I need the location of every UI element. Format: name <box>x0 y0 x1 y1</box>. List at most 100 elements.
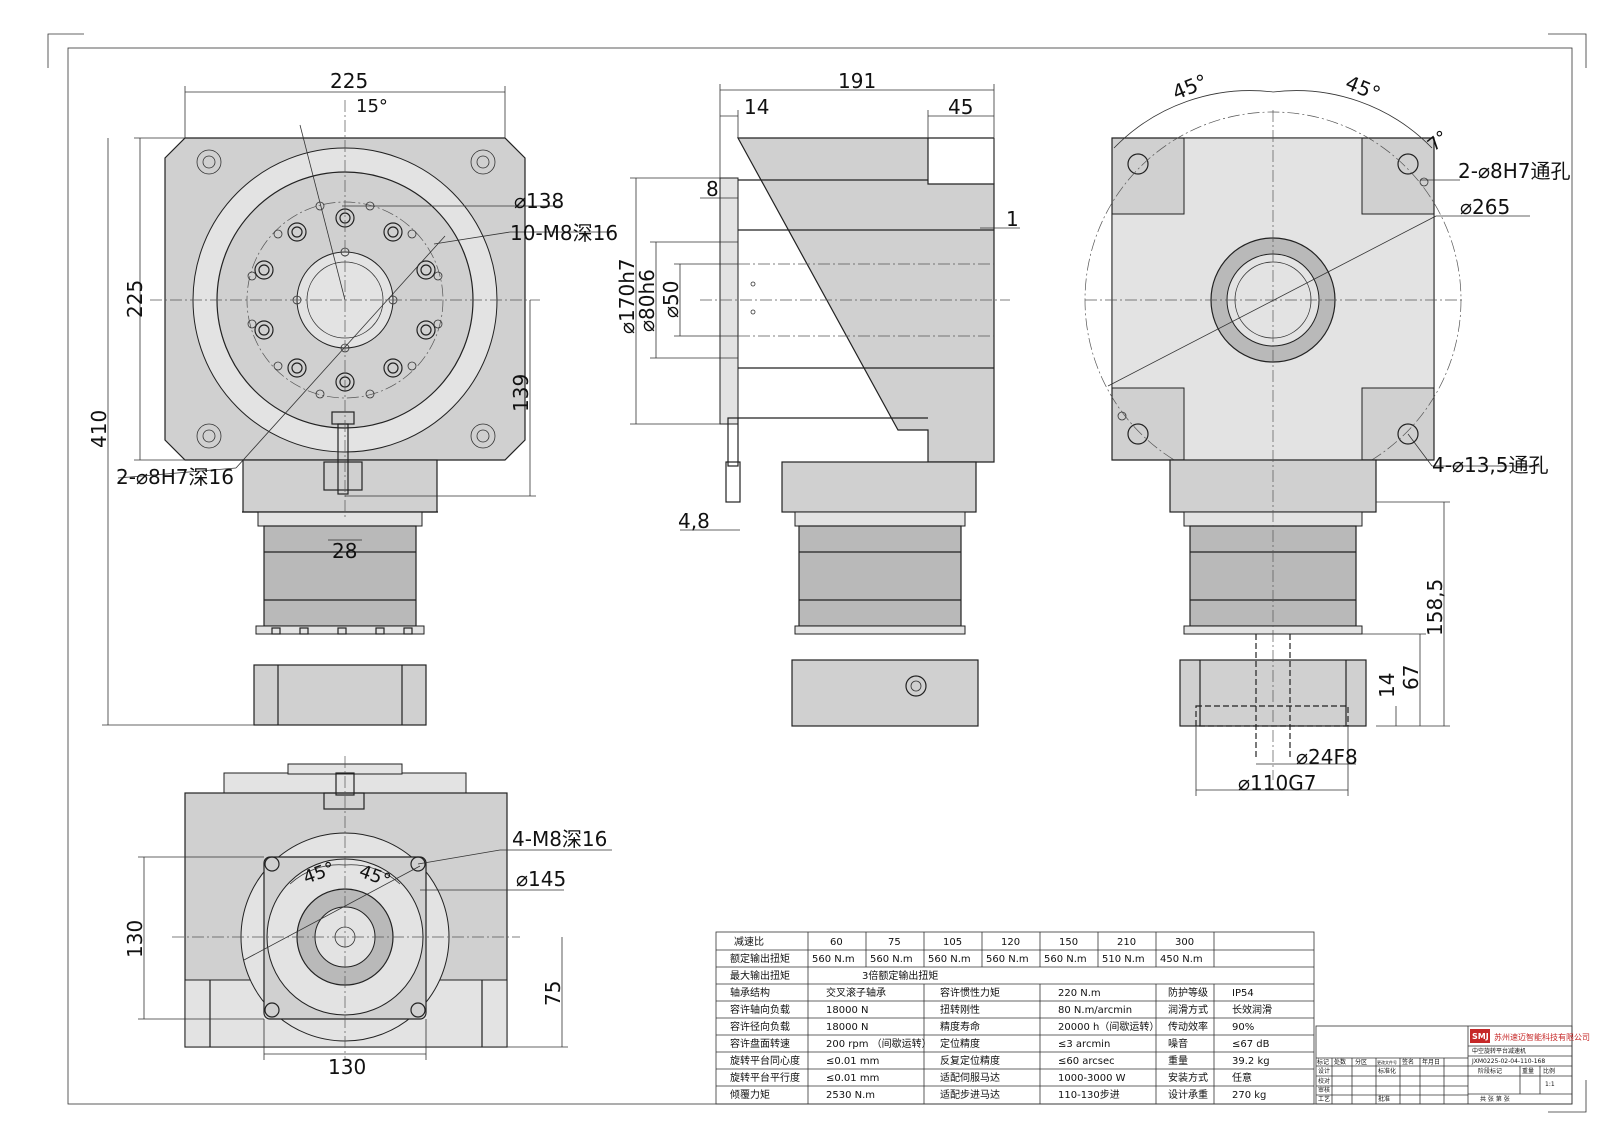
scale-value: 1:1 <box>1545 1081 1555 1088</box>
callout-2-dia8h7-through: 2-⌀8H7通孔 <box>1458 159 1570 183</box>
dim-dia-50: ⌀50 <box>659 281 683 319</box>
spec-param-value: ≤67 dB <box>1232 1039 1270 1050</box>
spec-param-label: 重量 <box>1168 1054 1188 1067</box>
dim-width-130: 130 <box>328 1055 366 1079</box>
spec-param-label: 轴承结构 <box>730 986 770 999</box>
table-ratio-value: 60 <box>830 937 843 948</box>
table-ratio-label: 减速比 <box>734 936 764 948</box>
drawing-number: JXM0225-02-04-110-168 <box>1471 1058 1545 1065</box>
spec-param-label: 旋转平台平行度 <box>730 1071 800 1084</box>
table-ratio-value: 75 <box>888 937 901 948</box>
spec-param-value: 1000-3000 W <box>1058 1073 1126 1084</box>
dim-dia-24f8: ⌀24F8 <box>1296 745 1358 769</box>
role-design: 设计 <box>1318 1067 1330 1075</box>
table-torque-label: 额定输出扭矩 <box>730 952 790 965</box>
table-torque-value: 510 N.m <box>1102 954 1145 965</box>
table-ratio-value: 120 <box>1001 937 1020 948</box>
spec-param-value: IP54 <box>1232 988 1254 999</box>
spec-param-label: 扭转刚性 <box>940 1003 980 1016</box>
dim-dia-170h7: ⌀170h7 <box>615 258 639 334</box>
dim-height-139: 139 <box>509 374 533 412</box>
rear-view <box>1084 110 1465 780</box>
table-max-label: 最大输出扭矩 <box>730 969 790 982</box>
role-process: 工艺 <box>1318 1095 1330 1103</box>
table-torque-value: 560 N.m <box>928 954 971 965</box>
front-lower-housing <box>242 459 438 513</box>
dim-height-225: 225 <box>123 280 147 318</box>
rev-header-doc: 更改文件号 <box>1377 1059 1397 1065</box>
callout-4-m8: 4-M8深16 <box>512 827 607 851</box>
spec-param-value: ≤3 arcmin <box>1058 1039 1110 1050</box>
dim-height-67: 67 <box>1399 665 1423 690</box>
table-torque-value: 560 N.m <box>812 954 855 965</box>
spec-param-value: 200 rpm （间歇运转） <box>826 1037 932 1050</box>
rev-header-sign: 签名 <box>1402 1058 1414 1066</box>
spec-param-value: ≤0.01 mm <box>826 1056 879 1067</box>
spec-param-value: 270 kg <box>1232 1090 1266 1101</box>
dim-height-410: 410 <box>87 410 111 448</box>
dim-length-191: 191 <box>838 69 876 93</box>
table-ratio-value: 105 <box>943 937 962 948</box>
scale-header: 比例 <box>1543 1067 1555 1075</box>
front-bolt-holes <box>254 208 436 392</box>
spec-param-value: 2530 N.m <box>826 1090 875 1101</box>
dim-angle-45-left: 45° <box>1169 69 1211 105</box>
callout-dia-145: ⌀145 <box>516 867 566 891</box>
spec-param-label: 容许径向负载 <box>730 1020 790 1033</box>
dim-dia-110g7: ⌀110G7 <box>1238 771 1316 795</box>
spec-param-label: 设计承重 <box>1168 1088 1208 1101</box>
spec-param-value: 80 N.m/arcmin <box>1058 1005 1132 1016</box>
stage-mark-header: 阶段标记 <box>1478 1067 1502 1075</box>
spec-param-label: 传动效率 <box>1168 1020 1208 1033</box>
spec-param-value: 交叉滚子轴承 <box>826 986 886 999</box>
sheet-count: 共 张 第 张 <box>1480 1095 1510 1103</box>
dim-height-130: 130 <box>123 920 147 958</box>
spec-param-label: 安装方式 <box>1168 1071 1208 1084</box>
spec-param-value: ≤60 arcsec <box>1058 1056 1115 1067</box>
side-view-dims: 191 14 45 8 1 4,8 ⌀170h7 ⌀80h6 ⌀50 <box>615 69 1019 533</box>
spec-param-value: 任意 <box>1232 1071 1252 1084</box>
front-view-dims: 225 15° 225 410 139 28 ⌀138 10-M8深16 2-⌀… <box>87 69 618 563</box>
dim-width-225: 225 <box>330 69 368 93</box>
weight-header: 重量 <box>1522 1067 1534 1075</box>
spec-param-label: 适配步进马达 <box>940 1089 1000 1101</box>
title-block: SMJ 苏州速迈智能科技有限公司 中空旋转平台减速机 JXM0225-02-04… <box>1315 1025 1590 1105</box>
spec-param-label: 精度寿命 <box>940 1020 980 1033</box>
bottom-view-dims: 130 130 75 45° 45° 4-M8深16 ⌀145 <box>123 827 607 1079</box>
corner-mark-tr <box>1548 33 1587 68</box>
callout-dia-138: ⌀138 <box>514 189 564 213</box>
spec-param-value: 长效润滑 <box>1232 1003 1272 1016</box>
rev-header-mark: 标记 <box>1317 1058 1329 1066</box>
spec-param-label: 旋转平台同心度 <box>730 1054 800 1067</box>
dim-length-4-8: 4,8 <box>678 509 710 533</box>
spec-param-label: 反复定位精度 <box>940 1054 1000 1067</box>
product-name: 中空旋转平台减速机 <box>1472 1047 1526 1055</box>
dim-length-14: 14 <box>744 95 769 119</box>
spec-param-label: 倾覆力矩 <box>730 1088 770 1101</box>
table-torque-value: 450 N.m <box>1160 954 1203 965</box>
table-ratio-value: 300 <box>1175 937 1194 948</box>
spec-param-value: 220 N.m <box>1058 988 1101 999</box>
table-ratio-value: 210 <box>1117 937 1136 948</box>
side-view <box>700 137 1010 727</box>
approval: 批准 <box>1378 1095 1390 1103</box>
dim-width-28: 28 <box>332 539 357 563</box>
dim-angle-15: 15° <box>356 96 388 117</box>
rev-header-zone: 分区 <box>1355 1058 1367 1066</box>
spec-param-value: 20000 h（间歇运转） <box>1058 1020 1159 1033</box>
front-motor-flange <box>253 664 427 726</box>
spec-param-label: 容许盘面转速 <box>730 1037 790 1050</box>
spec-param-value: 90% <box>1232 1022 1254 1033</box>
dim-height-14: 14 <box>1375 673 1399 698</box>
corner-mark-tl <box>47 33 84 68</box>
standardization: 标准化 <box>1378 1067 1396 1075</box>
corner-mark-br <box>1548 1080 1587 1113</box>
callout-2-dia8h7: 2-⌀8H7深16 <box>116 465 234 489</box>
table-torque-value: 560 N.m <box>1044 954 1087 965</box>
role-check: 校对 <box>1318 1077 1330 1085</box>
table-torque-value: 560 N.m <box>986 954 1029 965</box>
side-motor-flange <box>791 659 979 727</box>
spec-param-value: ≤0.01 mm <box>826 1073 879 1084</box>
